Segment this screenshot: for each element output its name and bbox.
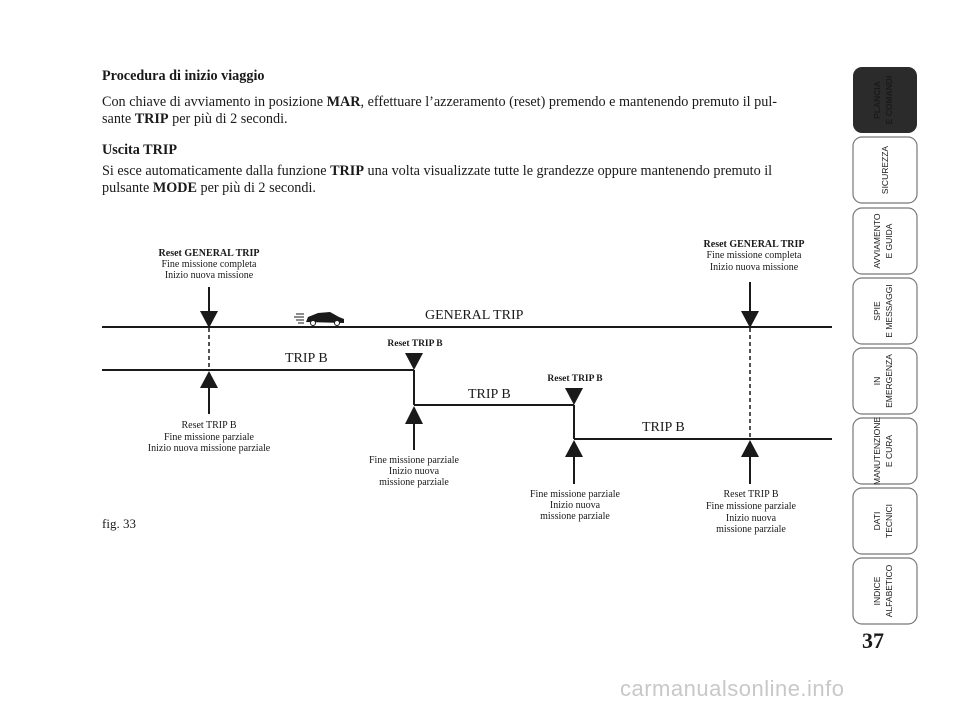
text-run: per più di 2 secondi. [196,180,316,196]
heading-procedura: Procedura di inizio viaggio [102,68,265,84]
text-run: una volta visualizzate tutte le grandezz… [364,163,773,179]
figure-label: fig. 33 [102,516,136,531]
text-run: pulsante [102,180,153,196]
paragraph-procedura: Con chiave di avviamento in posizione MA… [102,94,832,128]
side-tab-label: E GUIDA [884,223,894,258]
side-tab-label: E COMANDI [884,76,894,125]
side-tab-bg [852,347,918,415]
side-tab-label: E MESSAGGI [884,284,894,337]
side-tab-sicurezza[interactable]: SICUREZZA [852,136,918,204]
side-tab-label: TECNICI [884,504,894,538]
page-number: 37 [862,628,884,653]
side-tab-bg [852,557,918,625]
side-tab-bg [852,136,918,204]
heading-uscita: Uscita TRIP [102,142,178,158]
side-tab-label: IN [872,377,882,386]
side-tab-bg [852,207,918,275]
text-run: Con chiave di avviamento in posizione [102,94,327,110]
text-run: Si esce automaticamente dalla funzione [102,163,331,179]
text-run: per più di 2 secondi. [168,111,288,127]
side-tab-label: PLANCIA [872,81,882,119]
bold-term-trip: TRIP [134,111,169,127]
side-tab-label: EMERGENZA [884,354,894,408]
bold-term-mode: MODE [152,180,197,196]
bold-term-trip: TRIP [330,163,364,179]
side-tab-label: SPIE [872,301,882,321]
paragraph-uscita: Si esce automaticamente dalla funzione T… [102,163,832,197]
side-tab-bg [852,487,918,555]
text-run: , effettuare l’azzeramento (reset) preme… [360,94,777,110]
text-run: sante [102,111,135,127]
side-tab-label: ALFABETICO [884,564,894,617]
bold-term-mar: MAR [326,94,361,110]
side-tab-label: INDICE [872,576,882,605]
watermark: carmanualsonline.info [620,676,845,701]
side-tab-label: MANUTENZIONE [872,417,882,485]
section-heading-start: Procedura di inizio viaggio [102,68,832,85]
section-heading-exit: Uscita TRIP [102,142,832,159]
side-tab-bg [852,277,918,345]
side-tab-label: E CURA [884,435,894,467]
side-tab-bg [853,67,917,133]
side-tab-label: DATI [872,512,882,531]
side-tab-label: SICUREZZA [880,146,890,195]
side-tab-label: AVVIAMENTO [872,213,882,268]
side-tab-bg [852,417,918,485]
